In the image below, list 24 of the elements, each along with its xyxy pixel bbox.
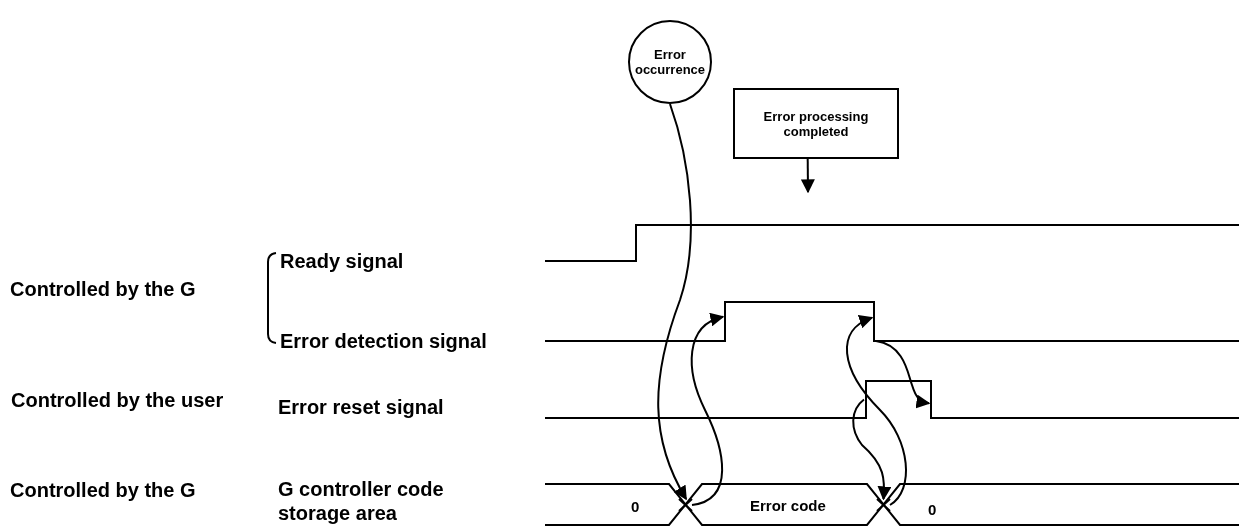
bus-value: 0 <box>928 501 937 519</box>
group-label: Controlled by the G <box>10 277 196 301</box>
signal-edge <box>872 302 876 341</box>
signal-edge <box>929 381 933 418</box>
arrow <box>846 316 907 506</box>
signal-name: Error detection signal <box>280 329 487 353</box>
arrow <box>852 398 892 501</box>
arrow <box>690 314 725 506</box>
signal-name: Ready signal <box>280 249 404 273</box>
bus-transition <box>679 499 692 511</box>
signal-edge <box>864 381 868 418</box>
arrow <box>800 158 815 194</box>
process-box: Error processing completed <box>733 88 899 159</box>
arrow <box>657 103 692 501</box>
signal-name: Error reset signal <box>278 395 444 419</box>
signal-edge <box>723 302 727 341</box>
signal-name: G controller code storage area <box>278 477 445 525</box>
bus-value: Error code <box>750 497 826 515</box>
group-label: Controlled by the user <box>11 388 224 412</box>
bus-value: 0 <box>631 498 640 516</box>
group-label: Controlled by the G <box>10 478 196 502</box>
arrow <box>875 340 931 408</box>
bus-transition <box>877 499 890 511</box>
event-circle: Error occurrence <box>628 20 712 104</box>
